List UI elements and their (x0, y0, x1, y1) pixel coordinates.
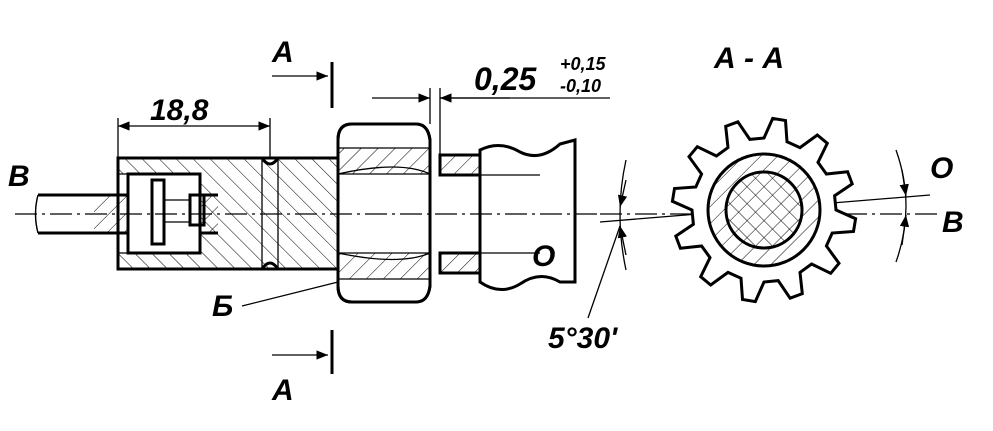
origin-label-right: О (930, 152, 953, 185)
gear-section (670, 116, 858, 304)
groove-leader (241, 281, 339, 307)
gap-lower-tolerance: -0,10 (560, 76, 601, 96)
gap-upper-tolerance: +0,15 (560, 54, 607, 74)
dimension-gap (372, 88, 610, 155)
gear-side (336, 122, 432, 304)
angle-dimension-left (587, 159, 628, 319)
angle-value: 5°30' (548, 322, 618, 355)
axis-label-right: В (942, 206, 964, 239)
angle-dimension-right (895, 149, 910, 263)
housing (438, 138, 577, 291)
dimension-length (117, 118, 271, 158)
gear-shaft-core (724, 170, 804, 250)
groove-label: Б (212, 290, 233, 323)
section-marker-top (272, 62, 334, 108)
axis-label-left: В (8, 160, 30, 193)
pin (150, 178, 206, 246)
section-label-top: А (271, 36, 294, 69)
gap-value: 0,25 (474, 61, 537, 97)
section-label-bottom: А (271, 374, 294, 407)
section-marker-bottom (272, 330, 334, 374)
origin-label-left: О (532, 240, 555, 273)
section-title: А - А (713, 42, 784, 75)
length-value: 18,8 (150, 94, 209, 127)
